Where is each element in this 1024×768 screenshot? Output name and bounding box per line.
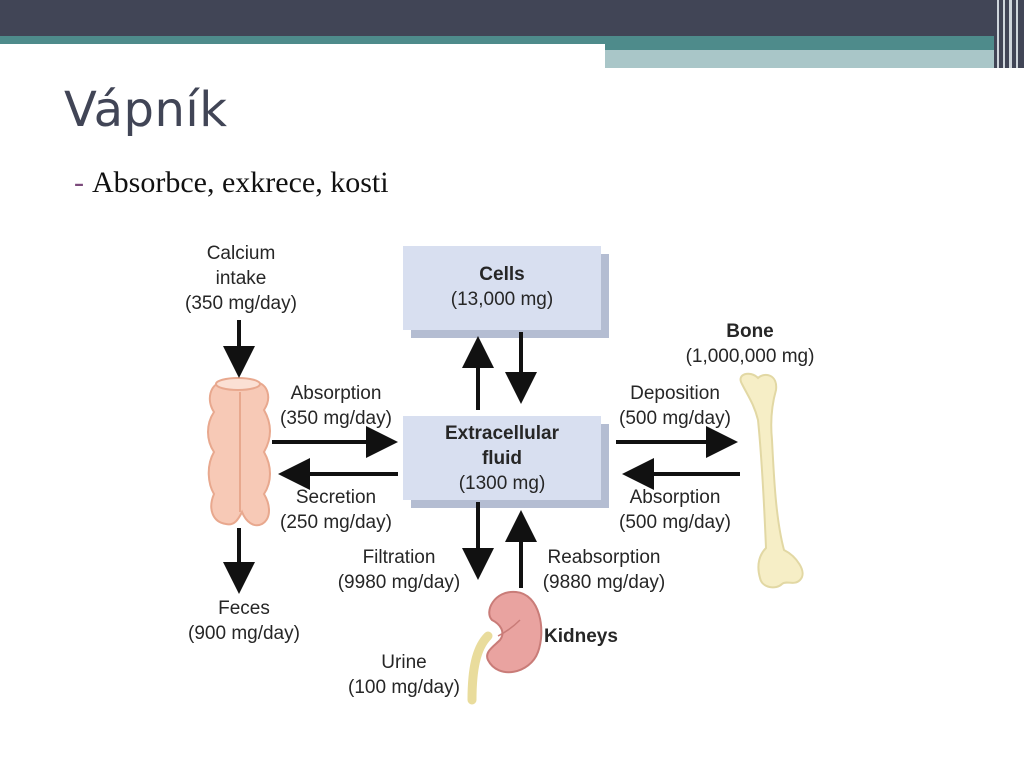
- ecf-label: Extracellular fluid (1300 mg): [403, 421, 601, 496]
- kidneys-name: Kidneys: [544, 626, 618, 647]
- intake-line2: intake: [215, 268, 267, 289]
- bone-deposition-name: Deposition: [630, 383, 720, 404]
- bullet-text: Absorbce, exkrece, kosti: [92, 166, 389, 199]
- cells-box: [403, 246, 601, 330]
- bone-absorption-rate: (500 mg/day): [619, 512, 731, 533]
- bone-deposition-label: Deposition (500 mg/day): [609, 381, 741, 431]
- bone-label: Bone (1,000,000 mg): [670, 319, 830, 369]
- ecf-box: [403, 416, 601, 500]
- bone-name: Bone: [726, 321, 774, 342]
- intake-line3: (350 mg/day): [185, 293, 297, 314]
- urine-rate: (100 mg/day): [348, 677, 460, 698]
- header-stripes: [994, 0, 1024, 68]
- feces-label: Feces (900 mg/day): [172, 596, 316, 646]
- intake-line1: Calcium: [206, 243, 276, 264]
- reabsorption-name: Reabsorption: [547, 547, 661, 568]
- bone-icon: [739, 372, 804, 589]
- ecf-line2: fluid: [481, 448, 523, 469]
- urine-label: Urine (100 mg/day): [334, 650, 474, 700]
- filtration-name: Filtration: [362, 547, 436, 568]
- filtration-label: Filtration (9980 mg/day): [326, 545, 472, 595]
- reabsorption-label: Reabsorption (9880 mg/day): [530, 545, 678, 595]
- ecf-line1: Extracellular: [444, 423, 560, 444]
- slide-bullet: -Absorbce, exkrece, kosti: [74, 166, 389, 200]
- reabsorption-rate: (9880 mg/day): [542, 572, 666, 593]
- gut-absorption-label: Absorption (350 mg/day): [270, 381, 402, 431]
- bone-absorption-label: Absorption (500 mg/day): [609, 485, 741, 535]
- kidneys-label: Kidneys: [544, 624, 636, 649]
- intestine-icon: [207, 377, 271, 527]
- gut-secretion-name: Secretion: [295, 487, 377, 508]
- feces-rate: (900 mg/day): [188, 623, 300, 644]
- intake-label: Calcium intake (350 mg/day): [165, 241, 317, 316]
- urine-name: Urine: [381, 652, 427, 673]
- header-white-strip: [0, 44, 605, 50]
- gut-absorption-name: Absorption: [290, 383, 382, 404]
- feces-name: Feces: [218, 598, 270, 619]
- cells-label: Cells (13,000 mg): [403, 262, 601, 312]
- bone-deposition-rate: (500 mg/day): [619, 408, 731, 429]
- bone-absorption-name: Absorption: [629, 487, 721, 508]
- cells-amount: (13,000 mg): [450, 289, 554, 310]
- slide-title: Vápník: [64, 82, 228, 138]
- bullet-dash: -: [74, 166, 84, 199]
- kidney-icon: [467, 590, 543, 705]
- gut-secretion-rate: (250 mg/day): [280, 512, 392, 533]
- gut-secretion-label: Secretion (250 mg/day): [270, 485, 402, 535]
- header-light-band: [605, 50, 1024, 68]
- gut-absorption-rate: (350 mg/day): [280, 408, 392, 429]
- filtration-rate: (9980 mg/day): [337, 572, 461, 593]
- cells-name: Cells: [479, 264, 525, 285]
- header-dark-band: [0, 0, 1024, 36]
- bone-amount: (1,000,000 mg): [685, 346, 815, 367]
- ecf-amount: (1300 mg): [458, 473, 546, 494]
